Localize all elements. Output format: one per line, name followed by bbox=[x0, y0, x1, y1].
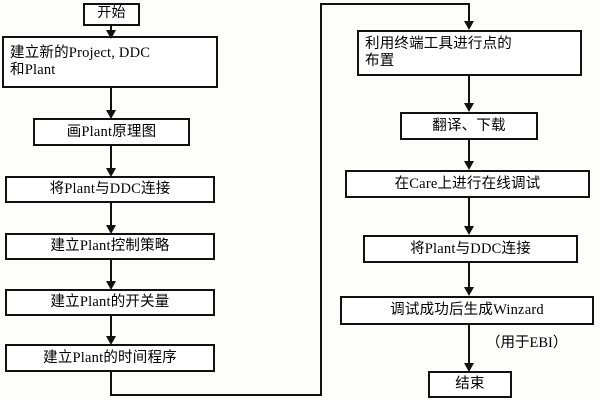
arrowhead-winzard-to-end bbox=[464, 363, 474, 372]
arrowhead-draw-to-connect bbox=[106, 168, 116, 177]
node-start-label: 开始 bbox=[97, 6, 126, 22]
node-terminal-tool-point-layout[interactable]: 利用终端工具进行点的 布置 bbox=[357, 30, 582, 76]
loop-connector-bottom-segment bbox=[110, 394, 322, 396]
node-create-project-ddc-plant-label-line2: 和Plant bbox=[10, 62, 56, 78]
node-plant-time-program-label: 建立Plant的时间程序 bbox=[43, 349, 177, 366]
connector-connect-to-winzard bbox=[468, 263, 470, 289]
connector-terminal-to-translate bbox=[468, 76, 470, 104]
arrowhead-debug-to-connect bbox=[464, 226, 474, 235]
node-end[interactable]: 结束 bbox=[428, 371, 512, 398]
node-translate-download-label: 翻译、下载 bbox=[432, 117, 506, 134]
loop-connector-into-terminal-tool bbox=[468, 3, 470, 22]
node-plant-control-strategy-label: 建立Plant控制策略 bbox=[50, 238, 170, 255]
arrowhead-translate-to-debug bbox=[464, 161, 474, 170]
node-create-project-ddc-plant[interactable]: 建立新的Project, DDC 和Plant bbox=[2, 36, 218, 88]
arrowhead-loop-to-terminal-tool bbox=[464, 21, 474, 30]
node-translate-download[interactable]: 翻译、下载 bbox=[400, 112, 538, 140]
connector-translate-to-debug bbox=[468, 140, 470, 165]
node-online-debug-care-label: 在Care上进行在线调试 bbox=[394, 175, 541, 192]
node-connect-plant-ddc-left[interactable]: 将Plant与DDC连接 bbox=[5, 176, 215, 203]
connector-winzard-to-end bbox=[468, 325, 470, 365]
node-draw-plant-schematic-label: 画Plant原理图 bbox=[66, 123, 157, 140]
node-end-label: 结束 bbox=[455, 376, 485, 393]
arrowhead-terminal-to-translate bbox=[464, 103, 474, 112]
node-connect-plant-ddc-left-label: 将Plant与DDC连接 bbox=[49, 181, 171, 198]
node-generate-winzard-label: 调试成功后生成Winzard bbox=[390, 302, 544, 319]
node-online-debug-care[interactable]: 在Care上进行在线调试 bbox=[345, 170, 590, 198]
arrowhead-connect-to-strategy bbox=[106, 225, 116, 234]
node-connect-plant-ddc-right-label: 将Plant与DDC连接 bbox=[410, 240, 531, 257]
arrowhead-digital-to-time bbox=[106, 336, 116, 345]
connector-connect-to-strategy bbox=[110, 203, 112, 229]
loop-connector-right-riser bbox=[320, 3, 322, 396]
node-generate-winzard[interactable]: 调试成功后生成Winzard bbox=[340, 296, 594, 325]
connector-digital-to-time bbox=[110, 316, 112, 340]
node-plant-digital-points[interactable]: 建立Plant的开关量 bbox=[5, 289, 215, 316]
arrowhead-start-to-create bbox=[106, 30, 116, 39]
node-plant-digital-points-label: 建立Plant的开关量 bbox=[50, 294, 170, 311]
connector-strategy-to-digital bbox=[110, 260, 112, 285]
node-connect-plant-ddc-right[interactable]: 将Plant与DDC连接 bbox=[363, 235, 578, 263]
node-terminal-tool-point-layout-label-line2: 布置 bbox=[365, 53, 395, 69]
annotation-for-ebi: （用于EBI） bbox=[486, 331, 567, 352]
node-plant-control-strategy[interactable]: 建立Plant控制策略 bbox=[5, 233, 215, 260]
connector-debug-to-connect bbox=[468, 198, 470, 228]
loop-connector-down-segment bbox=[110, 372, 112, 396]
arrowhead-connect-to-winzard bbox=[464, 287, 474, 296]
loop-connector-top-segment bbox=[320, 3, 470, 5]
node-draw-plant-schematic[interactable]: 画Plant原理图 bbox=[33, 118, 190, 146]
node-create-project-ddc-plant-label-line1: 建立新的Project, DDC bbox=[10, 45, 151, 62]
arrowhead-strategy-to-digital bbox=[106, 281, 116, 290]
node-start[interactable]: 开始 bbox=[83, 3, 140, 26]
annotation-for-ebi-label: （用于EBI） bbox=[486, 335, 568, 351]
node-plant-time-program[interactable]: 建立Plant的时间程序 bbox=[5, 344, 215, 372]
connector-draw-to-connect bbox=[110, 146, 112, 172]
connector-create-to-draw bbox=[110, 88, 112, 114]
node-terminal-tool-point-layout-label-line1: 利用终端工具进行点的 bbox=[365, 36, 512, 53]
arrowhead-create-to-draw bbox=[106, 110, 116, 119]
